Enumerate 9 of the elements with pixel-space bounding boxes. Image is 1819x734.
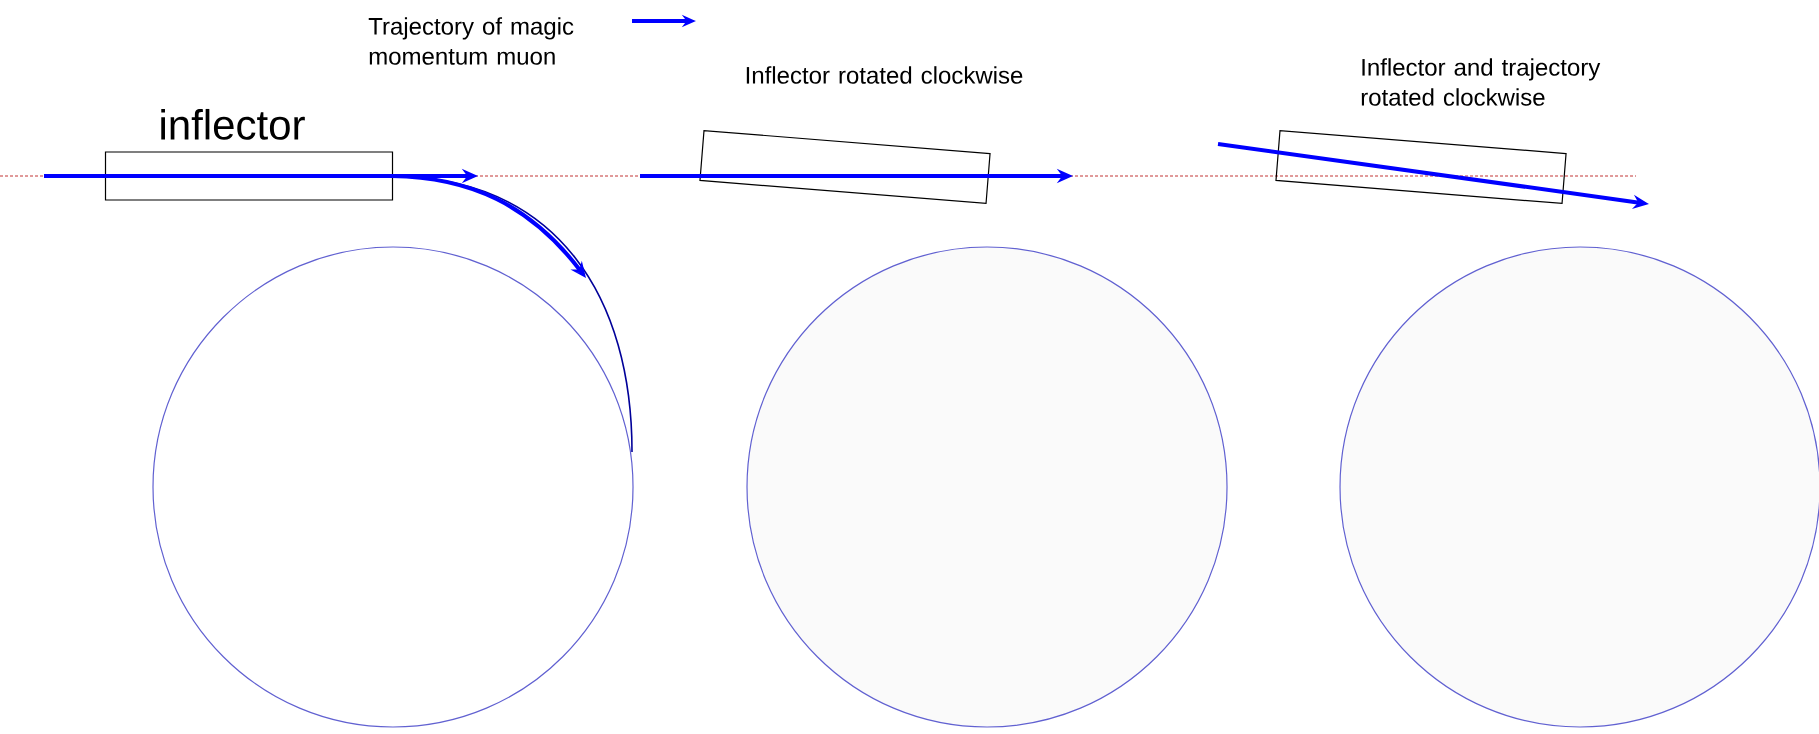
ring-circle: [152, 246, 634, 728]
panel-title: Inflector rotated clockwise: [746, 66, 1023, 84]
inflector-box: [699, 129, 991, 205]
inflector-box: [1275, 129, 1567, 205]
inflector-box: [104, 151, 394, 201]
legend-text: Trajectory of magic momentum muon: [368, 17, 574, 65]
box-heading: inflector: [161, 108, 305, 140]
panel-title: Inflector and trajectory rotated clockwise: [1361, 58, 1601, 106]
ring-circle: [746, 246, 1228, 728]
